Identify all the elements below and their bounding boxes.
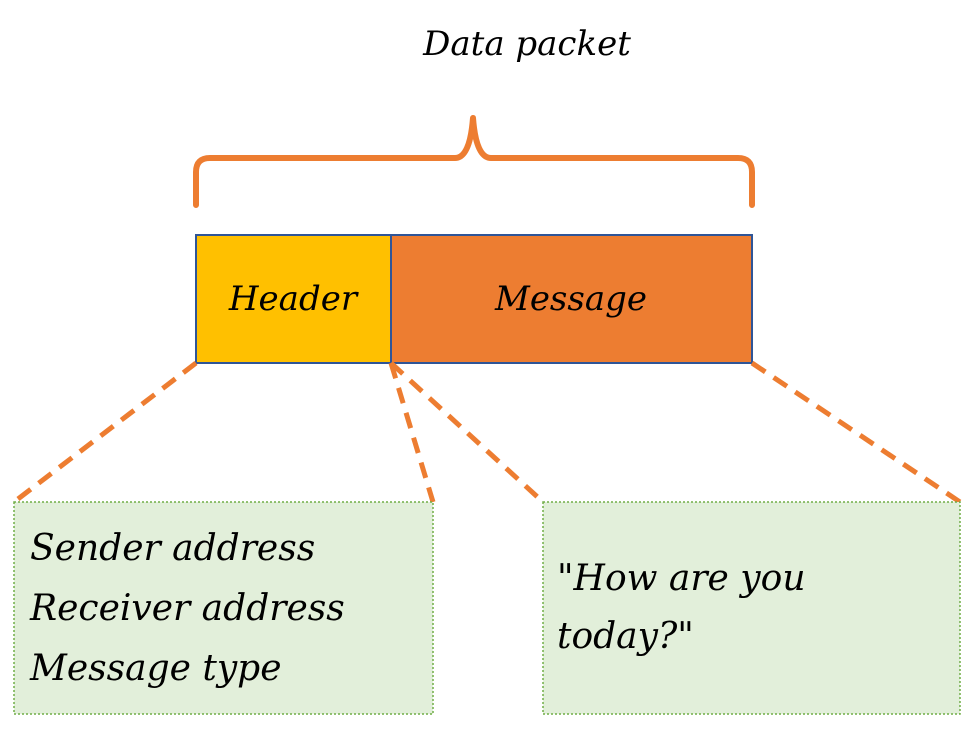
connector-message-right xyxy=(750,360,962,505)
header-block xyxy=(195,234,392,364)
header-detail-line: Message type xyxy=(29,648,282,689)
message-details-text: "How are you today?" xyxy=(557,558,817,657)
connector-header-left xyxy=(12,361,198,504)
message-detail-line: today?" xyxy=(557,616,694,657)
header-detail-line: Sender address xyxy=(30,528,315,569)
header-details-text: Sender address Receiver address Message … xyxy=(29,528,356,689)
message-block-label: Message xyxy=(494,279,647,319)
connector-message-left xyxy=(389,361,545,504)
header-details-box xyxy=(13,501,434,715)
message-block xyxy=(390,234,753,364)
header-block-label: Header xyxy=(228,279,359,319)
message-details-box xyxy=(542,501,961,715)
packet-brace xyxy=(193,115,755,208)
diagram-title: Data packet xyxy=(422,24,631,64)
dashed-connectors xyxy=(12,360,962,505)
header-detail-line: Receiver address xyxy=(29,588,345,629)
message-detail-line: "How are you xyxy=(557,558,806,599)
